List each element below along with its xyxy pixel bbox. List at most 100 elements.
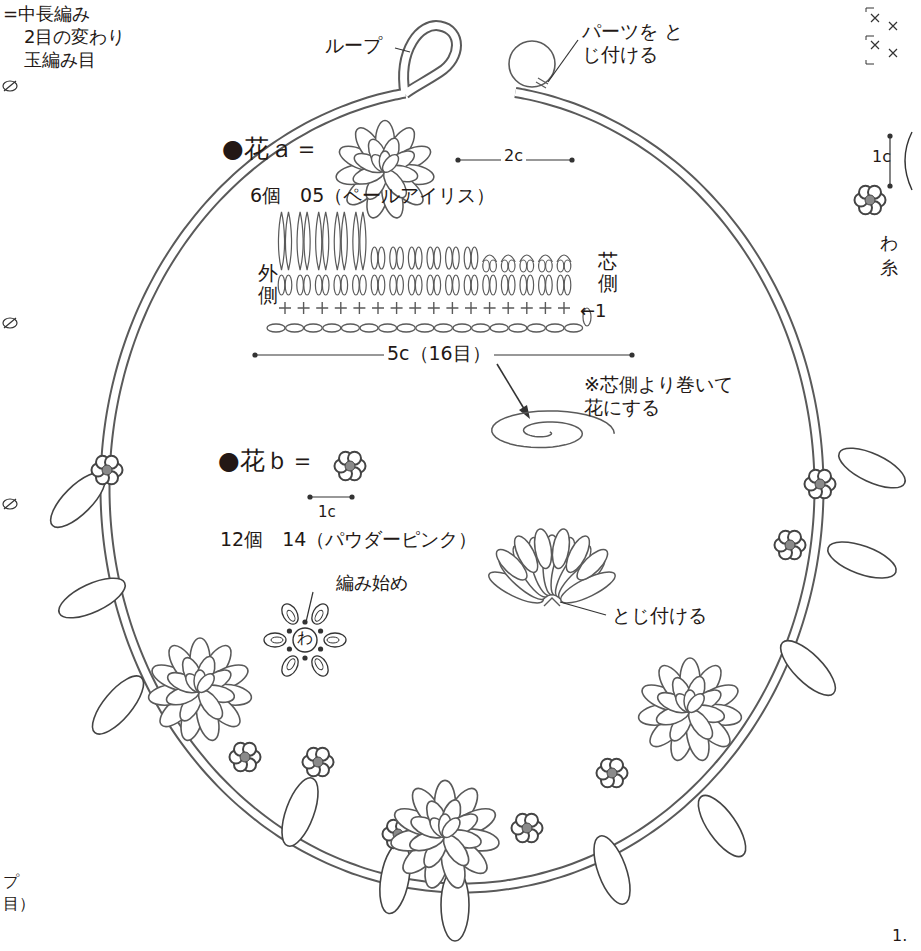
drawing-stroke xyxy=(313,658,324,671)
drawing-stroke xyxy=(252,352,257,357)
drawing-stroke xyxy=(278,601,301,627)
pattern-label: ●花ａ＝ xyxy=(222,134,319,164)
drawing-stroke xyxy=(4,499,16,509)
pattern-label: 玉編み目 xyxy=(24,49,96,71)
drawing-stroke xyxy=(565,324,583,332)
drawing-stroke xyxy=(823,535,900,586)
drawing-stroke xyxy=(871,14,879,22)
drawing-stroke xyxy=(147,638,253,743)
pattern-label: プ xyxy=(3,872,19,891)
drawing-stroke xyxy=(278,653,301,679)
drawing-stroke xyxy=(349,494,354,499)
drawing-stroke xyxy=(497,364,526,412)
drawing-stroke xyxy=(855,186,886,215)
drawing-stroke xyxy=(302,655,307,660)
pattern-label: わ xyxy=(297,628,313,647)
pattern-label: 1c xyxy=(318,503,336,521)
pattern-label: ※芯側より巻いて 花にする xyxy=(584,373,752,419)
drawing-stroke xyxy=(285,275,292,295)
drawing-stroke xyxy=(275,773,326,850)
drawing-stroke xyxy=(395,48,410,52)
pattern-label: わ xyxy=(880,232,898,254)
drawing-stroke xyxy=(353,302,365,314)
drawing-stroke xyxy=(379,324,397,332)
pattern-label: 12個 14（パウダーピンク） xyxy=(220,528,477,551)
drawing-stroke xyxy=(446,247,453,269)
drawing-stroke xyxy=(389,780,500,890)
drawing-stroke xyxy=(805,470,836,499)
drawing-stroke xyxy=(303,748,334,777)
drawing-stroke xyxy=(341,212,347,270)
drawing-stroke xyxy=(557,260,564,272)
drawing-stroke xyxy=(887,183,892,188)
drawing-stroke xyxy=(472,324,490,332)
drawing-stroke xyxy=(371,275,378,295)
drawing-stroke xyxy=(271,637,283,643)
drawing-stroke xyxy=(293,628,317,652)
drawing-stroke xyxy=(308,601,331,627)
drawing-stroke xyxy=(532,528,554,570)
drawing-stroke xyxy=(637,658,743,763)
drawing-stroke xyxy=(397,324,415,332)
drawing-stroke xyxy=(360,275,367,295)
drawing-stroke xyxy=(287,628,292,633)
drawing-stroke xyxy=(3,8,912,679)
drawing-stroke xyxy=(564,275,571,295)
drawing-stroke xyxy=(397,275,404,295)
drawing-stroke xyxy=(43,440,911,941)
drawing-stroke xyxy=(341,275,348,295)
drawing-stroke xyxy=(360,212,366,270)
drawing-stroke xyxy=(105,26,819,888)
drawing-stroke xyxy=(539,275,546,295)
drawing-stroke xyxy=(84,668,152,741)
pattern-label: とじ付ける xyxy=(612,604,707,627)
drawing-stroke xyxy=(278,653,301,679)
drawing-stroke xyxy=(324,633,346,647)
drawing-stroke xyxy=(560,602,606,615)
drawing-stroke xyxy=(341,324,359,332)
drawing-stroke xyxy=(490,260,497,272)
drawing-stroke xyxy=(539,302,551,314)
drawing-stroke xyxy=(548,40,578,82)
drawing-stroke xyxy=(833,440,910,496)
drawing-stroke xyxy=(316,302,328,314)
drawing-stroke xyxy=(408,275,415,295)
pattern-label: 糸 xyxy=(880,257,898,279)
drawing-stroke xyxy=(298,302,310,314)
drawing-stroke xyxy=(502,302,514,314)
drawing-stroke xyxy=(775,531,806,560)
drawing-stroke xyxy=(372,302,384,314)
drawing-stroke xyxy=(465,302,477,314)
drawing-stroke xyxy=(304,212,310,270)
drawing-stroke xyxy=(318,628,323,633)
drawing-stroke xyxy=(286,324,304,332)
drawing-stroke xyxy=(546,260,553,272)
drawing-stroke xyxy=(887,133,892,138)
drawing-stroke xyxy=(278,275,285,295)
pattern-label: =中長編み xyxy=(3,3,90,25)
drawing-stroke xyxy=(353,275,360,295)
pattern-label: 2目の変わり xyxy=(24,26,125,48)
drawing-stroke xyxy=(483,255,497,262)
drawing-stroke xyxy=(889,22,897,30)
drawing-stroke xyxy=(453,247,460,269)
drawing-stroke xyxy=(546,275,553,295)
pattern-label: 編み始め xyxy=(336,572,408,594)
drawing-stroke xyxy=(313,609,324,622)
pattern-label: 芯側 xyxy=(598,250,618,294)
drawing-stroke xyxy=(105,92,819,888)
drawing-stroke xyxy=(264,633,286,647)
drawing-stroke xyxy=(866,8,874,64)
drawing-stroke xyxy=(371,247,378,269)
drawing-stroke xyxy=(501,275,508,295)
drawing-stroke xyxy=(446,302,458,314)
drawing-stroke xyxy=(464,247,471,269)
drawing-stroke xyxy=(483,275,490,295)
drawing-stroke xyxy=(4,81,16,91)
drawing-stroke xyxy=(508,275,515,295)
drawing-stroke xyxy=(306,592,313,622)
drawing-stroke xyxy=(557,275,564,295)
drawing-stroke xyxy=(521,302,533,314)
drawing-stroke xyxy=(316,212,322,270)
